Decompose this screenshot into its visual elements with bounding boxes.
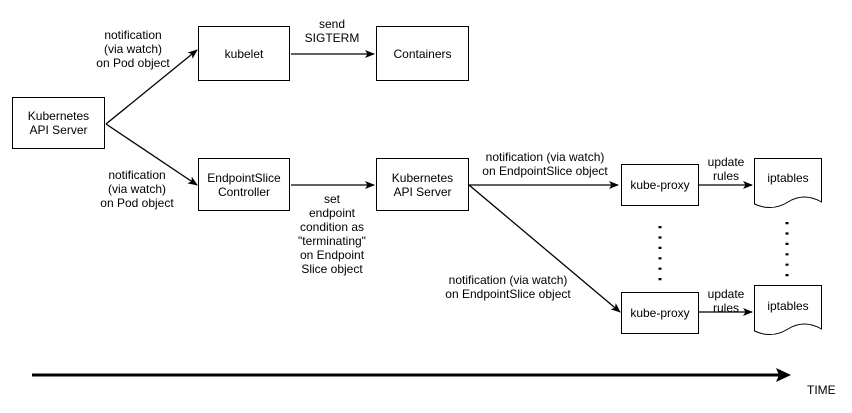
- kube-proxy-top-node: kube-proxy: [621, 164, 699, 206]
- timeline-arrowhead: [776, 368, 791, 382]
- edge-label-to-controller: notification (via watch) on Pod object: [82, 168, 192, 210]
- edge-label-to-proxy-bottom: notification (via watch) on EndpointSlic…: [433, 273, 583, 301]
- arrow-api-to-proxy-bottom: [468, 184, 621, 313]
- containers-node: Containers: [376, 26, 469, 81]
- edge-label-update-bottom-line-1: update: [707, 287, 745, 301]
- iptables-bottom-node: iptables: [754, 285, 822, 341]
- edge-label-set-condition-line-1: set: [323, 192, 340, 206]
- edge-label-to-proxy-top-line-1: notification (via watch): [485, 150, 605, 164]
- edge-label-to-proxy-top-line-2: on EndpointSlice object: [482, 164, 608, 178]
- iptables-top-document-shape: [754, 158, 822, 208]
- edge-label-to-kubelet-line-1: notification: [104, 28, 162, 42]
- arrow-api-to-kubelet: [105, 49, 198, 125]
- kube-proxy-top-label: kube-proxy: [630, 178, 690, 192]
- edge-label-update-top-line-2: rules: [712, 169, 739, 183]
- edge-label-sigterm-line-1: send: [318, 17, 346, 31]
- edge-label-set-condition-line-3: condition as: [299, 220, 365, 234]
- kube-proxy-bottom-node: kube-proxy: [621, 292, 699, 334]
- edge-label-to-kubelet: notification (via watch) on Pod object: [78, 28, 188, 70]
- kube-proxy-bottom-label: kube-proxy: [630, 306, 690, 320]
- edge-label-to-proxy-bottom-line-2: on EndpointSlice object: [445, 287, 571, 301]
- edge-label-set-condition: set endpoint condition as "terminating" …: [282, 192, 382, 276]
- edge-label-to-kubelet-line-3: on Pod object: [96, 56, 170, 70]
- edge-label-to-kubelet-line-2: (via watch): [103, 42, 162, 56]
- edge-label-update-top: update rules: [700, 155, 752, 183]
- edge-label-to-controller-line-1: notification: [108, 168, 166, 182]
- edge-label-sigterm: send SIGTERM: [292, 17, 372, 45]
- iptables-top-node: iptables: [754, 158, 822, 214]
- edge-label-set-condition-line-4: "terminating": [298, 234, 366, 248]
- controller-line-1: EndpointSlice: [207, 170, 281, 185]
- iptables-bottom-document-shape: [754, 285, 822, 335]
- edge-label-sigterm-line-2: SIGTERM: [304, 31, 360, 45]
- iptables-bottom-label: iptables: [767, 299, 809, 313]
- containers-label: Containers: [393, 46, 452, 61]
- edge-label-set-condition-line-2: endpoint: [308, 206, 356, 220]
- edge-label-update-bottom: update rules: [700, 287, 752, 315]
- controller-line-2: Controller: [217, 184, 270, 199]
- api-server-mid-line-2: API Server: [393, 184, 452, 199]
- edge-label-to-controller-line-3: on Pod object: [100, 196, 174, 210]
- arrow-api-to-controller: [105, 123, 198, 186]
- edge-label-set-condition-line-6: Slice object: [301, 262, 363, 276]
- api-server-left-line-1: Kubernetes: [27, 109, 90, 123]
- iptables-top-label: iptables: [767, 171, 809, 185]
- edge-label-to-controller-line-2: (via watch): [107, 182, 166, 196]
- edge-label-to-proxy-bottom-line-1: notification (via watch): [448, 273, 568, 287]
- edge-label-to-proxy-top: notification (via watch) on EndpointSlic…: [470, 150, 620, 178]
- api-server-mid-line-1: Kubernetes: [391, 170, 454, 185]
- kubelet-label: kubelet: [224, 46, 264, 61]
- timeline-label: TIME: [807, 383, 836, 397]
- kubelet-node: kubelet: [198, 26, 290, 81]
- api-server-left-line-2: API Server: [29, 123, 88, 137]
- edge-label-update-bottom-line-2: rules: [712, 301, 739, 315]
- edge-label-update-top-line-1: update: [707, 155, 745, 169]
- edge-label-set-condition-line-5: on Endpoint: [299, 248, 365, 262]
